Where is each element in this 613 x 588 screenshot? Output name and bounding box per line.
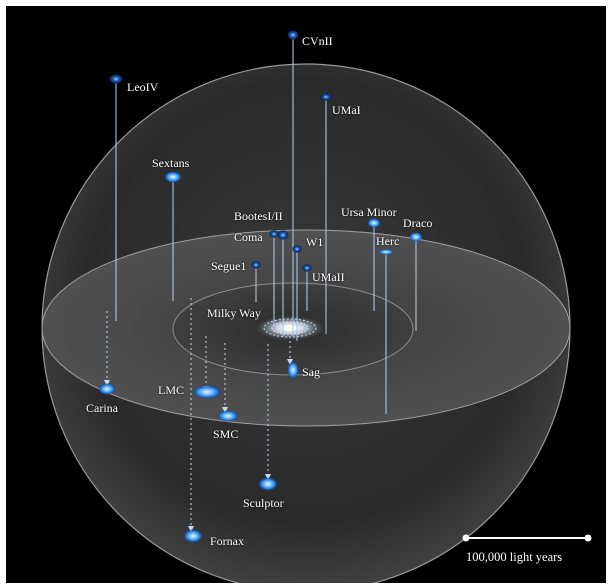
galaxy-sculptor — [258, 477, 278, 491]
galaxy-ursamin — [367, 218, 381, 228]
label-w1: W1 — [306, 235, 324, 249]
scale-bar-label: 100,000 light years — [466, 550, 563, 564]
diagram-canvas: CVnII LeoIV UMaI Sextans BootesI/II Ursa… — [6, 6, 606, 583]
galaxy-markers — [98, 30, 423, 543]
dashed-drop-lines — [106, 298, 291, 528]
milky-way-spiral — [256, 316, 324, 340]
label-milky-way: Milky Way — [207, 306, 261, 320]
label-bootes: BootesI/II — [234, 209, 283, 223]
galaxy-fornax — [183, 529, 203, 543]
galaxy-sag — [287, 361, 299, 379]
label-herc: Herc — [376, 234, 400, 248]
label-ursa-minor: Ursa Minor — [341, 205, 397, 219]
label-fornax: Fornax — [210, 534, 244, 548]
galaxy-umai — [320, 93, 332, 101]
galaxy-smc — [217, 410, 239, 422]
galaxy-w1 — [292, 245, 302, 253]
label-leoiv: LeoIV — [127, 80, 159, 94]
galaxy-bootes2 — [277, 230, 289, 240]
label-draco: Draco — [403, 216, 433, 230]
galaxy-sextans — [164, 171, 182, 183]
label-carina: Carina — [86, 401, 118, 415]
label-umaii: UMaII — [312, 270, 345, 284]
label-smc: SMC — [213, 427, 239, 441]
satellite-galaxies-diagram — [41, 30, 592, 583]
label-lmc: LMC — [158, 383, 185, 397]
galaxy-bootes1 — [269, 230, 279, 238]
galaxy-segue1 — [251, 261, 261, 269]
galaxy-cvnii — [287, 30, 299, 40]
galaxy-lmc — [192, 385, 222, 399]
scale-bar — [462, 534, 592, 542]
label-sculptor: Sculptor — [243, 496, 284, 510]
label-segue1: Segue1 — [211, 259, 247, 273]
galaxy-leoiv — [109, 74, 123, 84]
drop-lines — [115, 36, 417, 414]
galaxy-umaii — [302, 264, 312, 272]
galaxy-draco — [409, 232, 423, 242]
galaxy-herc — [378, 249, 394, 255]
label-umai: UMaI — [332, 103, 361, 117]
galaxy-carina — [98, 383, 116, 395]
label-coma: Coma — [234, 230, 263, 244]
label-sag: Sag — [302, 365, 320, 379]
label-sextans: Sextans — [152, 156, 190, 170]
label-cvnii: CVnII — [302, 34, 333, 48]
